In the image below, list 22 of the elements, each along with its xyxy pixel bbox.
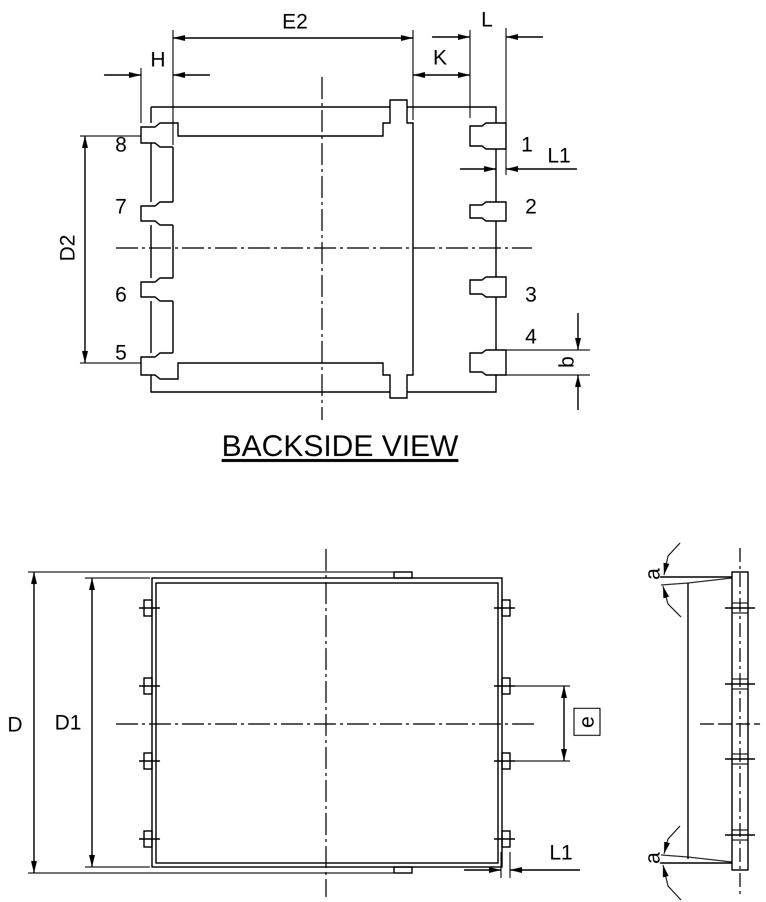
dimension-label: a bbox=[642, 852, 664, 864]
dimension-label: K bbox=[433, 48, 447, 68]
dimension-label: 1 bbox=[521, 134, 533, 156]
dimension-label: D2 bbox=[58, 234, 78, 262]
dimension-label: 4 bbox=[525, 326, 537, 348]
dimension-label: L1 bbox=[547, 146, 571, 166]
dimension-label: 5 bbox=[115, 342, 127, 364]
dimension-label: b bbox=[556, 356, 578, 368]
dimension-label: H bbox=[150, 50, 166, 70]
dimension-label: D1 bbox=[54, 712, 82, 734]
view-caption: BACKSIDE VIEW bbox=[222, 432, 458, 462]
dimension-label: D bbox=[7, 714, 23, 736]
dimension-label: L bbox=[481, 10, 493, 30]
dimension-label: 7 bbox=[115, 196, 127, 218]
dimension-label: 6 bbox=[115, 284, 127, 306]
dimension-label: 2 bbox=[525, 196, 537, 218]
dimension-label: E2 bbox=[282, 12, 308, 32]
dimension-label: 3 bbox=[525, 284, 537, 306]
dimension-label: a bbox=[642, 568, 664, 580]
dimension-label: L1 bbox=[549, 842, 573, 864]
boxed-dimension-label: e bbox=[574, 708, 600, 736]
dimension-label: 8 bbox=[115, 134, 127, 156]
